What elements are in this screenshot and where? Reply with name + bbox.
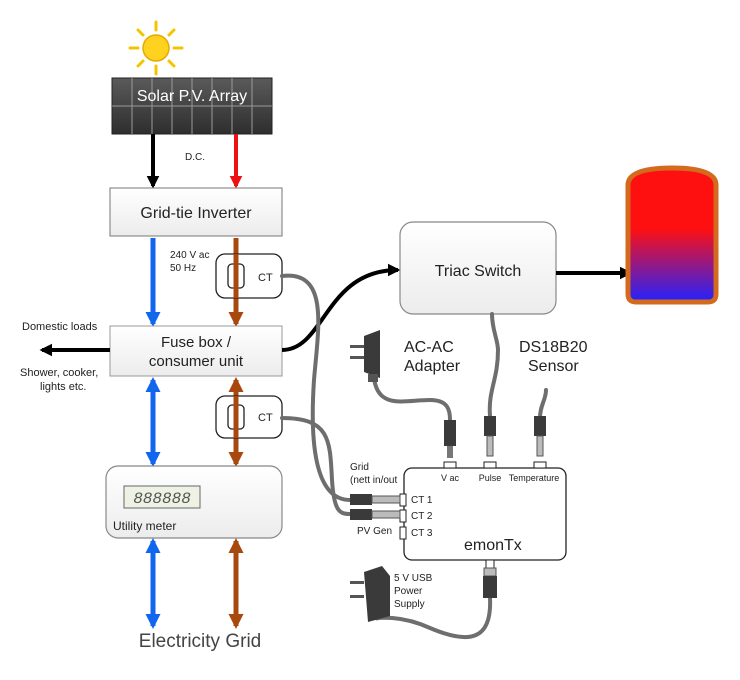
ct1-plug-icon: [350, 494, 401, 505]
usb-power-plug-icon: [483, 559, 497, 598]
ac-voltage-label: 240 V ac: [170, 250, 209, 261]
domestic-loads-label: Domestic loads: [22, 321, 98, 333]
usb-power-supply-icon: [350, 566, 390, 622]
ct3-port-label: CT 3: [411, 528, 433, 539]
vac-plug-icon: [444, 420, 456, 458]
solar-pv-array: Solar P.V. Array: [111, 77, 273, 135]
meter-display: [123, 485, 201, 509]
ct1-socket: [399, 493, 407, 507]
ct2-plug-icon: [350, 509, 401, 520]
hot-water-tank: [625, 165, 719, 305]
pulse-socket: [483, 461, 497, 469]
ct-top-label: CT: [258, 272, 273, 284]
triac-switch-label: Triac Switch: [435, 263, 522, 280]
temperature-port-label: Temperature: [509, 473, 560, 483]
usb-label-line2: Power: [394, 586, 423, 597]
ac-ac-adapter-icon: [350, 330, 380, 382]
ct-bottom-label: CT: [258, 412, 273, 424]
triac-switch: [399, 221, 557, 315]
pulse-plug-icon: [484, 416, 496, 457]
ac-frequency-label: 50 Hz: [170, 263, 196, 274]
ac-ac-label-line1: AC-AC: [404, 339, 454, 356]
sun-icon: [128, 20, 184, 76]
fusebox-label-line1: Fuse box /: [161, 334, 232, 351]
ct3-socket: [399, 526, 407, 540]
grid-ct-label-line2: (nett in/out: [350, 475, 397, 486]
usb-label-line1: 5 V USB: [394, 573, 433, 584]
ds18b20-label-line2: Sensor: [528, 358, 579, 375]
electricity-grid-label: Electricity Grid: [139, 631, 261, 652]
emontx-label: emonTx: [464, 537, 522, 554]
utility-meter-label: Utility meter: [113, 519, 176, 533]
vac-port-label: V ac: [441, 473, 460, 483]
loads-detail-line1: Shower, cooker,: [20, 367, 98, 379]
loads-detail-line2: lights etc.: [40, 381, 86, 393]
grid-ct-label-line1: Grid: [350, 462, 369, 473]
temperature-plug-icon: [534, 416, 546, 457]
ct2-socket: [399, 509, 407, 523]
pulse-port-label: Pulse: [479, 473, 502, 483]
grid-tie-inverter: [109, 187, 283, 237]
fusebox-to-triac-arrow: [281, 263, 401, 352]
ac-ac-label-line2: Adapter: [404, 358, 461, 375]
pv-gen-label: PV Gen: [357, 526, 392, 537]
dc-label: D.C.: [185, 152, 205, 163]
temperature-socket: [533, 461, 547, 469]
inverter-label: Grid-tie Inverter: [140, 205, 252, 222]
solar-array-label: Solar P.V. Array: [137, 88, 247, 105]
usb-label-line3: Supply: [394, 599, 425, 610]
meter-display-digits: 888888: [133, 490, 191, 508]
ds18b20-label-line1: DS18B20: [519, 339, 588, 356]
ct-sensor-bottom: CT: [215, 395, 283, 439]
vac-socket: [443, 461, 457, 469]
ct2-port-label: CT 2: [411, 511, 433, 522]
ct1-port-label: CT 1: [411, 495, 433, 506]
ct-sensor-top: CT: [215, 253, 283, 299]
fusebox-label-line2: consumer unit: [149, 353, 244, 370]
